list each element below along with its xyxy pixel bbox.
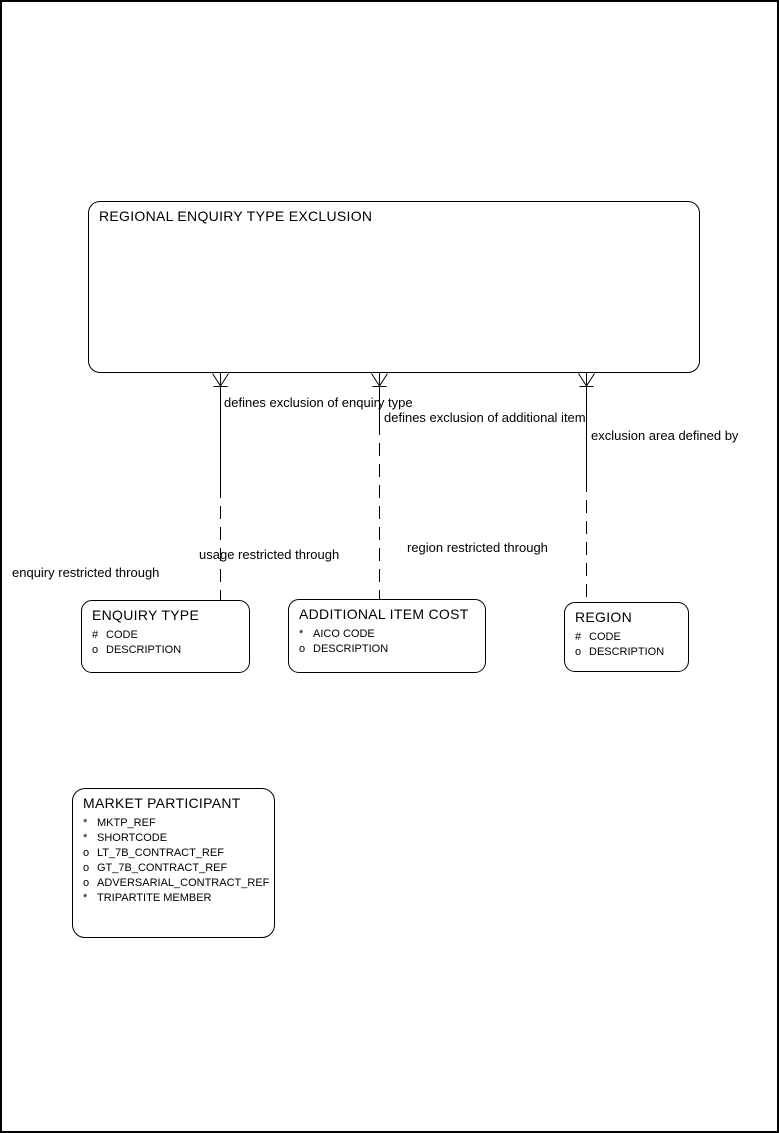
attribute-name: TRIPARTITE MEMBER — [97, 892, 212, 904]
entity-region[interactable]: REGION # CODE o DESCRIPTION — [564, 602, 689, 672]
attribute-row: * TRIPARTITE MEMBER — [83, 891, 274, 906]
attribute-name: DESCRIPTION — [313, 643, 389, 655]
attribute-name: LT_7B_CONTRACT_REF — [97, 847, 224, 859]
entity-title: REGIONAL ENQUIRY TYPE EXCLUSION — [99, 208, 373, 224]
attribute-name: AICO CODE — [313, 628, 375, 640]
attribute-row: o DESCRIPTION — [92, 643, 249, 658]
attribute-name: DESCRIPTION — [106, 644, 182, 656]
entity-regional-enquiry-type-exclusion[interactable]: REGIONAL ENQUIRY TYPE EXCLUSION — [88, 201, 700, 373]
attribute-row: # CODE — [92, 628, 249, 643]
attribute-marker: o — [575, 646, 582, 658]
attribute-marker: # — [92, 629, 99, 641]
attribute-list: * MKTP_REF * SHORTCODE o LT_7B_CONTRACT_REF… — [83, 816, 274, 906]
attribute-marker: o — [83, 877, 90, 889]
entity-enquiry-type[interactable]: ENQUIRY TYPE # CODE o DESCRIPTION — [81, 600, 250, 673]
crow-foot-icon — [371, 373, 388, 387]
attribute-name: SHORTCODE — [97, 832, 168, 844]
relationship-label-defines-exclusion-of-enquiry-type: defines exclusion of enquiry type — [224, 395, 413, 410]
relationship-label-exclusion-area-defined-by: exclusion area defined by — [591, 428, 739, 443]
attribute-name: ADVERSARIAL_CONTRACT_REF — [97, 877, 270, 889]
crow-foot-icon — [212, 373, 229, 387]
attribute-row: o DESCRIPTION — [575, 645, 688, 660]
attribute-marker: * — [83, 832, 88, 844]
attribute-marker: o — [299, 643, 306, 655]
relationship-line-additional-item-cost — [371, 373, 388, 599]
attribute-name: CODE — [106, 629, 138, 641]
crow-foot-icon — [578, 373, 595, 387]
attribute-marker: o — [83, 847, 90, 859]
relationship-label-enquiry-restricted-through: enquiry restricted through — [12, 565, 160, 580]
attribute-marker: * — [299, 628, 304, 640]
attribute-marker: o — [83, 862, 90, 874]
attribute-name: MKTP_REF — [97, 817, 156, 829]
attribute-name: DESCRIPTION — [589, 646, 665, 658]
relationship-label-region-restricted-through: region restricted through — [407, 540, 548, 555]
attribute-list: # CODE o DESCRIPTION — [92, 628, 249, 658]
attribute-row: # CODE — [575, 630, 688, 645]
attribute-marker: * — [83, 817, 88, 829]
attribute-row: o LT_7B_CONTRACT_REF — [83, 846, 274, 861]
attribute-marker: o — [92, 644, 99, 656]
relationship-label-usage-restricted-through: usage restricted through — [199, 547, 340, 562]
attribute-row: o GT_7B_CONTRACT_REF — [83, 861, 274, 876]
attribute-marker: # — [575, 631, 582, 643]
entity-title: ENQUIRY TYPE — [92, 607, 200, 623]
attribute-name: GT_7B_CONTRACT_REF — [97, 862, 228, 874]
entity-market-participant[interactable]: MARKET PARTICIPANT * MKTP_REF * SHORTCODE … — [72, 788, 275, 938]
entity-additional-item-cost[interactable]: ADDITIONAL ITEM COST * AICO CODE o DESCRIP… — [288, 599, 486, 673]
relationship-label-defines-exclusion-of-additional-item: defines exclusion of additional item — [384, 410, 586, 425]
attribute-row: o ADVERSARIAL_CONTRACT_REF — [83, 876, 274, 891]
attribute-row: * AICO CODE — [299, 627, 485, 642]
entity-title: MARKET PARTICIPANT — [83, 795, 241, 811]
relationship-line-enquiry-type — [212, 373, 229, 600]
attribute-row: o DESCRIPTION — [299, 642, 485, 657]
attribute-marker: * — [83, 892, 88, 904]
attribute-list: # CODE o DESCRIPTION — [575, 630, 688, 660]
relationship-line-region — [578, 373, 595, 602]
attribute-list: * AICO CODE o DESCRIPTION — [299, 627, 485, 657]
attribute-row: * SHORTCODE — [83, 831, 274, 846]
attribute-row: * MKTP_REF — [83, 816, 274, 831]
attribute-name: CODE — [589, 631, 621, 643]
entity-title: ADDITIONAL ITEM COST — [299, 606, 469, 622]
entity-title: REGION — [575, 609, 633, 625]
